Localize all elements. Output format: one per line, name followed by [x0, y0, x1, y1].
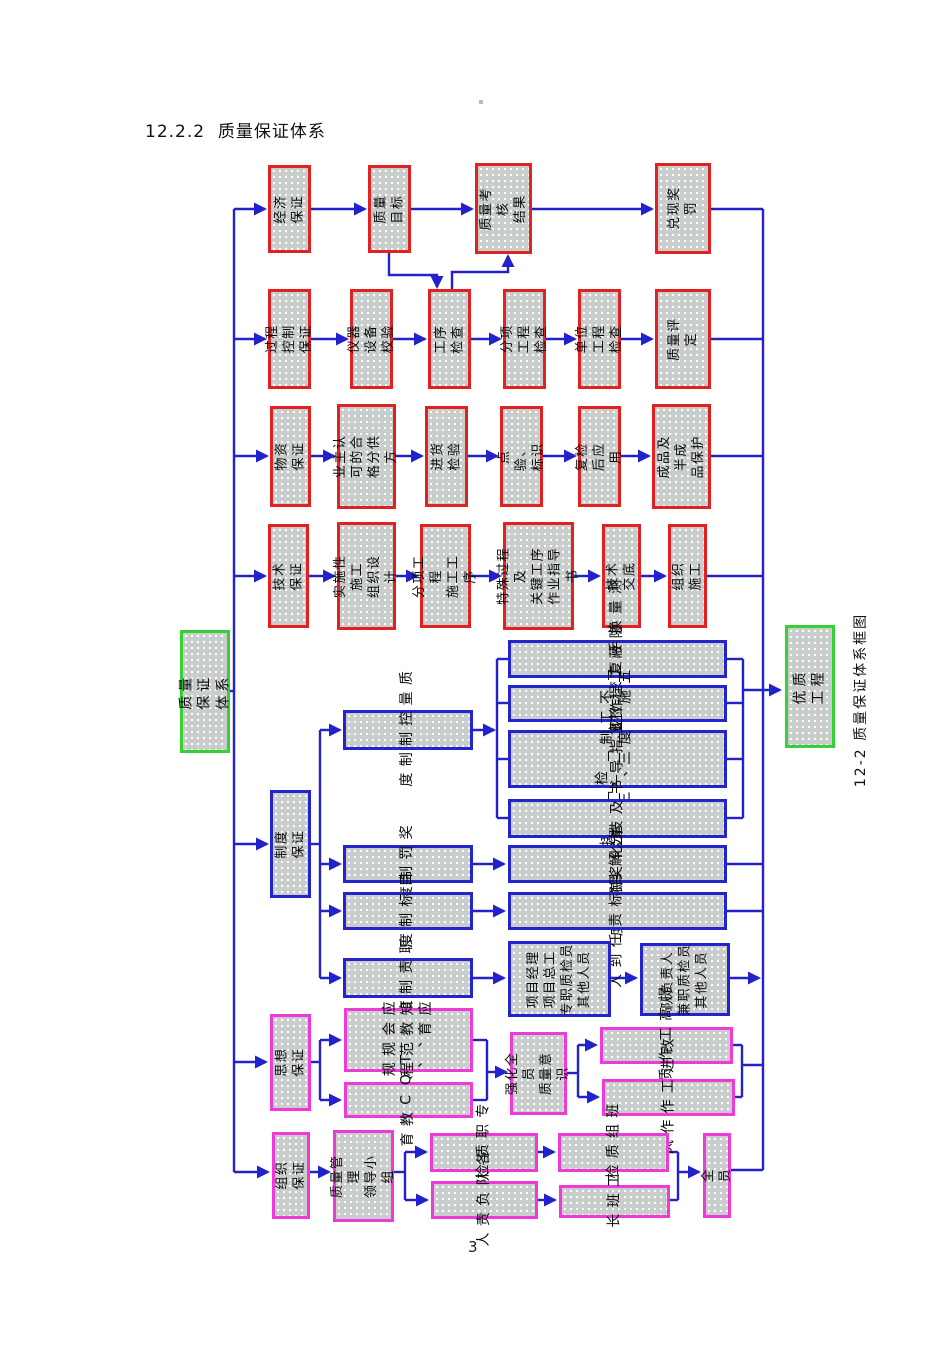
- node-fulltime-inspector: 专职质检员: [430, 1104, 538, 1201]
- node-label-key-work-instruction: 特殊过程及 关键工序 作业指导书: [496, 547, 581, 606]
- node-instruction-disclosure-system: 作业指导书及技术交底制度: [508, 699, 727, 938]
- node-process-control-guarantee: 过程控制保证: [265, 289, 314, 389]
- node-survey-recheck-system: 测量换手复校制度: [508, 580, 727, 738]
- node-quality-leading-group: 质量管理 领导小组: [330, 1130, 397, 1222]
- node-label-implementation-design: 实施性施工 组织设计: [333, 554, 400, 598]
- node-subitem-construction-process: 分项工程 施工工序: [412, 524, 479, 628]
- node-economic-guarantee: 经济保证: [268, 165, 311, 253]
- node-label-reward-penalty: 兑现奖罚: [666, 186, 699, 231]
- node-five-no-construction-system: 「五不施工」制度 「三检」、「三不交接」: [508, 670, 727, 848]
- figure-caption: 12-2 质量保证体系框图: [836, 612, 884, 787]
- node-label-product-protection: 成品及半成 品保护: [656, 434, 707, 479]
- node-label-unit-inspection: 单位工程检查: [574, 324, 625, 354]
- node-shift-leader: 工班长: [559, 1173, 670, 1230]
- node-all-staff: 全员: [700, 1133, 733, 1218]
- node-implementation-design: 实施性施工 组织设计: [333, 522, 400, 630]
- node-material-guarantee: 物资保证: [270, 406, 311, 507]
- node-decompose-targets: 分解目标责任到人: [508, 832, 727, 990]
- node-label-organize-construction: 组织施工: [671, 561, 704, 591]
- node-label-subitem-inspection: 分项工程检查: [499, 324, 550, 354]
- node-quality-evaluation: 质量评定: [655, 289, 711, 389]
- section-title: 12.2.2 质量保证体系: [145, 122, 326, 142]
- node-organize-construction: 组织施工: [668, 524, 707, 628]
- node-use-after-recheck: 复检后应用: [575, 406, 624, 507]
- node-key-work-instruction: 特殊过程及 关键工序 作业指导书: [497, 522, 580, 630]
- node-label-tqc-education: T Q C 教育: [398, 1051, 419, 1149]
- node-incoming-inspection: 进货检验: [425, 406, 468, 507]
- node-system-guarantee: 制度保证: [270, 790, 311, 898]
- node-label-strengthen-quality-awareness: 强化全员 质量意识: [505, 1051, 572, 1096]
- node-label-qa-system: 质量保证体系: [178, 673, 232, 710]
- page-number: 3: [468, 1238, 478, 1256]
- node-label-ideology-guarantee: 思想保证: [274, 1048, 307, 1078]
- node-label-shift-leader: 工班长: [605, 1173, 624, 1230]
- node-target-system: 目标制度: [343, 872, 473, 949]
- node-label-technical-guarantee: 技术保证: [272, 561, 305, 591]
- node-label-system-guarantee: 制度保证: [274, 829, 307, 859]
- node-tqc-education: T Q C 教育: [344, 1051, 473, 1148]
- stray-mark: [479, 100, 483, 104]
- node-team-staff: 队负责人 兼职质检员 其他人员: [640, 943, 730, 1016]
- node-label-assessment-result: 质量考核 结果: [478, 186, 529, 231]
- node-label-incoming-inspection: 进货检验: [430, 442, 463, 472]
- node-strengthen-quality-awareness: 强化全员 质量意识: [505, 1032, 572, 1115]
- node-label-project-staff: 项目经理 项目总工 专职质检员 其他人员: [526, 942, 593, 1016]
- node-improve-work-style: 改进工作作风: [602, 1039, 735, 1156]
- node-label-subitem-construction-process: 分项工程 施工工序: [412, 554, 479, 598]
- node-label-quality-evaluation: 质量评定: [666, 317, 699, 361]
- node-quality-project: 优质工程: [785, 625, 835, 748]
- node-label-quality-target: 质量目标: [373, 194, 406, 224]
- node-check-and-marking: 点验、标识: [497, 406, 546, 507]
- node-label-check-and-marking: 点验、标识: [496, 442, 547, 472]
- node-ideology-guarantee: 思想保证: [270, 1014, 311, 1111]
- node-improve-work-quality: 提高工作质量: [600, 987, 733, 1104]
- node-team-group-inspector: 班组质检员: [558, 1104, 669, 1201]
- node-label-quality-leading-group: 质量管理 领导小组: [330, 1154, 397, 1198]
- node-label-material-guarantee: 物资保证: [274, 442, 307, 472]
- node-label-instrument-calibration: 仪器设备校验: [346, 324, 397, 354]
- node-qa-system: 质量保证体系: [178, 630, 232, 753]
- node-label-organization-guarantee: 组织保证: [274, 1161, 307, 1191]
- node-subitem-inspection: 分项工程检查: [500, 289, 549, 389]
- node-label-economic-guarantee: 经济保证: [273, 194, 306, 224]
- node-label-use-after-recheck: 复检后应用: [574, 442, 625, 472]
- node-label-quality-project: 优质工程: [792, 668, 827, 705]
- node-instrument-calibration: 仪器设备校验: [347, 289, 396, 389]
- node-concealed-work-signoff: 隐蔽工程检查签证: [508, 624, 727, 782]
- node-quality-target: 质量目标: [368, 165, 411, 253]
- node-label-all-staff: 全员: [700, 1168, 733, 1183]
- node-product-protection: 成品及半成 品保护: [652, 404, 711, 509]
- node-process-inspection: 工序检查: [428, 289, 471, 389]
- node-unit-inspection: 单位工程检查: [575, 289, 624, 389]
- node-reward-penalty: 兑现奖罚: [655, 163, 711, 254]
- node-quantified-reward: 量化奖罚: [508, 825, 727, 902]
- node-approved-suppliers: 业主认可的合 格分供方: [333, 404, 400, 509]
- node-label-approved-suppliers: 业主认可的合 格分供方: [333, 434, 400, 479]
- node-technical-guarantee: 技术保证: [268, 524, 309, 628]
- node-technical-disclosure: 技术交底: [602, 524, 641, 628]
- node-label-process-inspection: 工序检查: [433, 324, 466, 354]
- node-organization-guarantee: 组织保证: [272, 1132, 310, 1219]
- node-label-process-control-guarantee: 过程控制保证: [264, 324, 315, 354]
- connector-arrow: [387, 253, 444, 289]
- node-responsibility-system: 职责制度: [343, 939, 473, 1016]
- node-quality-control-system: 质量控制制度: [343, 671, 473, 789]
- node-label-quality-control-system: 质量控制制度: [399, 671, 417, 789]
- node-project-staff: 项目经理 项目总工 专职质检员 其他人员: [508, 941, 611, 1017]
- figure-caption-text: 12-2 质量保证体系框图: [853, 612, 870, 787]
- node-assessment-result: 质量考核 结果: [475, 163, 532, 254]
- node-team-responsible-person: 各队负责人: [431, 1151, 538, 1248]
- node-label-team-responsible-person: 各队负责人: [475, 1151, 494, 1249]
- node-reward-penalty-system: 奖罚制度: [343, 825, 473, 902]
- connector-arrow: [450, 254, 515, 289]
- node-knowledge-education: 应知应会教育 规范、规程、: [344, 1001, 473, 1078]
